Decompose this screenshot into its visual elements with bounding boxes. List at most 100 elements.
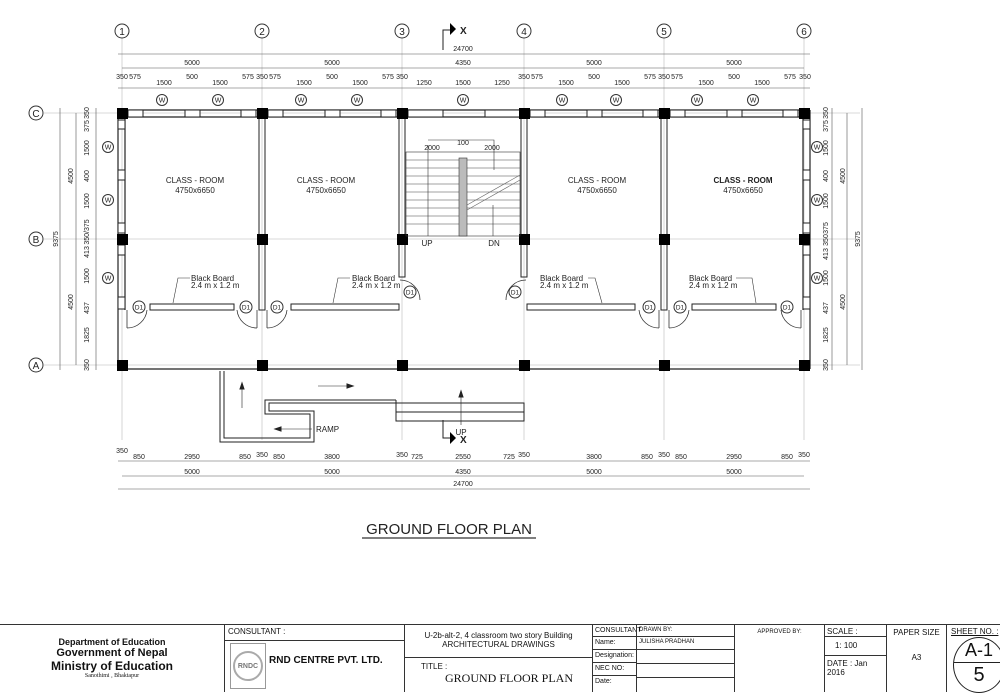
svg-text:1500: 1500 [212,80,228,87]
rnd-logo-icon: RNDC [233,651,263,681]
svg-text:1500: 1500 [84,140,91,156]
svg-text:350: 350 [256,74,268,81]
scale-block: SCALE : 1: 100 DATE : Jan 2016 [824,625,886,692]
window-tags-top: W W W W W W W W W [156,94,759,106]
svg-text:350: 350 [518,74,530,81]
svg-text:1500: 1500 [296,80,312,87]
svg-text:2000: 2000 [484,145,500,152]
svg-text:9375: 9375 [855,231,862,247]
svg-text:W: W [814,145,821,152]
grid-col-4: 4 [521,27,527,38]
svg-text:350: 350 [823,234,830,246]
svg-text:1825: 1825 [84,327,91,343]
sheet-block: SHEET NO. : A-1 5 [946,625,1000,693]
svg-text:4350: 4350 [455,469,471,476]
svg-text:350: 350 [396,74,408,81]
svg-text:1500: 1500 [84,268,91,284]
svg-text:350: 350 [799,74,811,81]
svg-text:2950: 2950 [184,454,200,461]
svg-text:4750x6650: 4750x6650 [723,186,763,195]
svg-text:350: 350 [84,359,91,371]
svg-text:350: 350 [396,452,408,459]
svg-text:4750x6650: 4750x6650 [306,186,346,195]
svg-text:350/375: 350/375 [84,219,91,244]
grid-col-1: 1 [119,27,125,38]
consultant-block: CONSULTANT : RNDC RND CENTRE PVT. LTD. [224,625,404,692]
svg-text:24700: 24700 [453,481,473,488]
svg-text:2.4 m x 1.2 m: 2.4 m x 1.2 m [689,281,738,290]
svg-text:575: 575 [784,74,796,81]
svg-text:D1: D1 [676,305,685,312]
grid-col-3: 3 [399,27,405,38]
stair-down-label: DN [488,239,500,248]
door-tags: D1 D1 D1 D1 D1 D1 D1 D1 [132,285,794,314]
svg-text:4500: 4500 [68,294,75,310]
svg-text:5000: 5000 [726,60,742,67]
svg-text:850: 850 [675,454,687,461]
svg-text:725: 725 [411,454,423,461]
svg-text:1500: 1500 [823,270,830,286]
paper-size-block: PAPER SIZE A3 [886,625,946,692]
svg-text:9375: 9375 [53,231,60,247]
svg-text:575: 575 [242,74,254,81]
title-label: TITLE : [421,662,448,671]
blackboard-labels: Black Board 2.4 m x 1.2 m Black Board 2.… [172,274,757,304]
svg-text:D1: D1 [511,290,520,297]
svg-text:2950: 2950 [726,454,742,461]
svg-text:575: 575 [382,74,394,81]
section-marker-top: X [442,23,467,50]
svg-text:1500: 1500 [823,140,830,156]
svg-text:437: 437 [84,302,91,314]
scale-label: SCALE : [825,625,886,637]
svg-text:4500: 4500 [840,168,847,184]
section-marker-bottom: X [442,420,467,446]
svg-text:1500: 1500 [558,80,574,87]
drawn-by-label: DRAWN BY: [637,625,734,637]
svg-text:W: W [460,98,467,105]
ramp [219,371,525,443]
ramp-up-label: UP [455,428,466,437]
paper-size-label: PAPER SIZE [893,628,940,637]
svg-text:CLASS - ROOM: CLASS - ROOM [713,176,772,185]
svg-text:350: 350 [84,107,91,119]
svg-text:CLASS - ROOM: CLASS - ROOM [568,176,627,185]
svg-text:5000: 5000 [586,60,602,67]
svg-text:W: W [694,98,701,105]
svg-text:413: 413 [823,248,830,260]
grid-col-5: 5 [661,27,667,38]
room-name: CLASS - ROOM [166,176,225,185]
svg-text:D1: D1 [645,305,654,312]
window-tag: W [159,98,166,105]
svg-text:24700: 24700 [453,46,473,53]
svg-text:1250: 1250 [494,80,510,87]
consultant-label: CONSULTANT : [225,625,404,641]
svg-text:2.4 m x 1.2 m: 2.4 m x 1.2 m [191,281,240,290]
sheet-number: 5 [973,664,985,686]
svg-text:W: W [105,276,112,283]
field-labels: CONSULTANT Name: Designation: NEC NO: Da… [592,625,641,692]
svg-text:1500: 1500 [823,193,830,209]
grid-row-b: B [33,235,40,246]
svg-text:500: 500 [326,74,338,81]
svg-text:575: 575 [644,74,656,81]
top-dimensions: 24700 5000 5000 4350 5000 5000 350 575 1… [116,46,811,89]
svg-text:575: 575 [531,74,543,81]
drawing-title: GROUND FLOOR PLAN [366,521,532,538]
department: Department of Education [58,637,166,647]
svg-text:CLASS - ROOM: CLASS - ROOM [297,176,356,185]
consultant-logo: RNDC [230,643,266,689]
svg-text:X: X [460,26,467,37]
grid-col-6: 6 [801,27,807,38]
project-block: U-2b-alt-2, 4 classroom two story Buildi… [404,625,592,692]
svg-text:W: W [559,98,566,105]
svg-text:375: 375 [823,120,830,132]
svg-text:437: 437 [823,302,830,314]
svg-text:W: W [298,98,305,105]
date-label: DATE : Jan 2016 [827,659,868,677]
svg-text:3800: 3800 [324,454,340,461]
svg-text:1825: 1825 [823,327,830,343]
svg-text:D1: D1 [783,305,792,312]
svg-text:4750x6650: 4750x6650 [577,186,617,195]
sheet-circle: A-1 5 [953,637,1000,693]
